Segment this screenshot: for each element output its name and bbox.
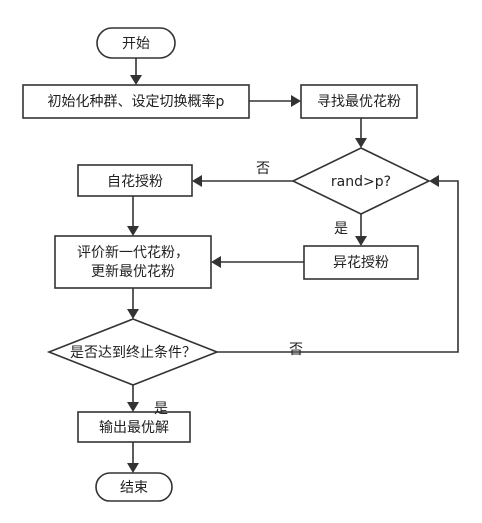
edge-decision-stop-yes-arrowhead bbox=[127, 402, 139, 412]
output-label: 输出最优解 bbox=[99, 420, 169, 436]
edge-start-to-init-arrowhead bbox=[130, 75, 142, 85]
find-best-label: 寻找最优花粉 bbox=[317, 94, 401, 110]
init-box bbox=[22, 84, 250, 119]
evaluate-label-line2: 更新最优花粉 bbox=[91, 264, 175, 280]
edge-decision-stop-no-loop-arrowhead bbox=[429, 175, 439, 187]
evaluate-box bbox=[54, 235, 212, 289]
edge-find-best-to-decision-rand bbox=[355, 118, 367, 148]
start-label: 开始 bbox=[122, 36, 150, 52]
edge-output-to-end bbox=[127, 442, 139, 473]
edge-decision-stop-yes: 是 bbox=[127, 385, 168, 417]
cross-pollination-node: 异花授粉 bbox=[303, 245, 419, 280]
init-label: 初始化种群、设定切换概率p bbox=[48, 93, 225, 110]
edge-evaluate-to-decision-stop bbox=[127, 288, 139, 319]
edge-label-stop-yes: 是 bbox=[154, 401, 168, 417]
edge-decision-stop-no-loop-line bbox=[217, 180, 459, 353]
decision-rand-label: rand>p? bbox=[331, 174, 391, 190]
cross-pollination-label: 异花授粉 bbox=[333, 255, 389, 271]
edge-evaluate-to-decision-stop-arrowhead bbox=[127, 309, 139, 319]
edge-start-to-init bbox=[130, 58, 142, 85]
edge-self-to-evaluate bbox=[127, 196, 139, 236]
edge-find-best-to-decision-rand-arrowhead bbox=[355, 138, 367, 148]
decision-stop-label: 是否达到终止条件？ bbox=[70, 344, 196, 361]
edge-decision-rand-yes-arrowhead bbox=[355, 236, 367, 246]
decision-rand-node: rand>p? bbox=[291, 147, 431, 215]
edge-decision-rand-no: 否 bbox=[192, 161, 293, 187]
edge-cross-to-evaluate-arrowhead bbox=[211, 256, 221, 268]
self-pollination-node: 自花授粉 bbox=[77, 164, 193, 197]
edge-decision-rand-yes: 是 bbox=[334, 214, 367, 246]
edge-output-to-end-arrowhead bbox=[127, 463, 139, 473]
edge-init-to-find-best-arrowhead bbox=[291, 95, 301, 107]
edge-label-rand-yes: 是 bbox=[334, 221, 348, 237]
start-node: 开始 bbox=[96, 27, 176, 59]
end-node: 结束 bbox=[95, 472, 173, 502]
find-best-node: 寻找最优花粉 bbox=[300, 84, 418, 119]
edge-decision-stop-no-loop: 否 bbox=[217, 175, 459, 358]
evaluate-label-line1: 评价新一代花粉， bbox=[77, 245, 189, 261]
find-best-box bbox=[300, 84, 418, 119]
self-pollination-label: 自花授粉 bbox=[107, 174, 163, 190]
output-box bbox=[77, 411, 191, 443]
output-node: 输出最优解 bbox=[77, 411, 191, 443]
end-terminator bbox=[95, 472, 173, 502]
edge-label-stop-no: 否 bbox=[289, 342, 303, 358]
edge-cross-to-evaluate bbox=[211, 256, 304, 268]
decision-stop-node: 是否达到终止条件？ bbox=[46, 318, 220, 386]
self-pollination-box bbox=[77, 164, 193, 197]
edge-self-to-evaluate-arrowhead bbox=[127, 226, 139, 236]
evaluate-node: 评价新一代花粉， 更新最优花粉 bbox=[54, 235, 212, 289]
edge-decision-rand-no-arrowhead bbox=[192, 175, 202, 187]
end-label: 结束 bbox=[120, 480, 148, 496]
init-node: 初始化种群、设定切换概率p bbox=[22, 84, 250, 119]
edge-init-to-find-best bbox=[249, 95, 301, 107]
edge-label-rand-no: 否 bbox=[256, 161, 270, 177]
